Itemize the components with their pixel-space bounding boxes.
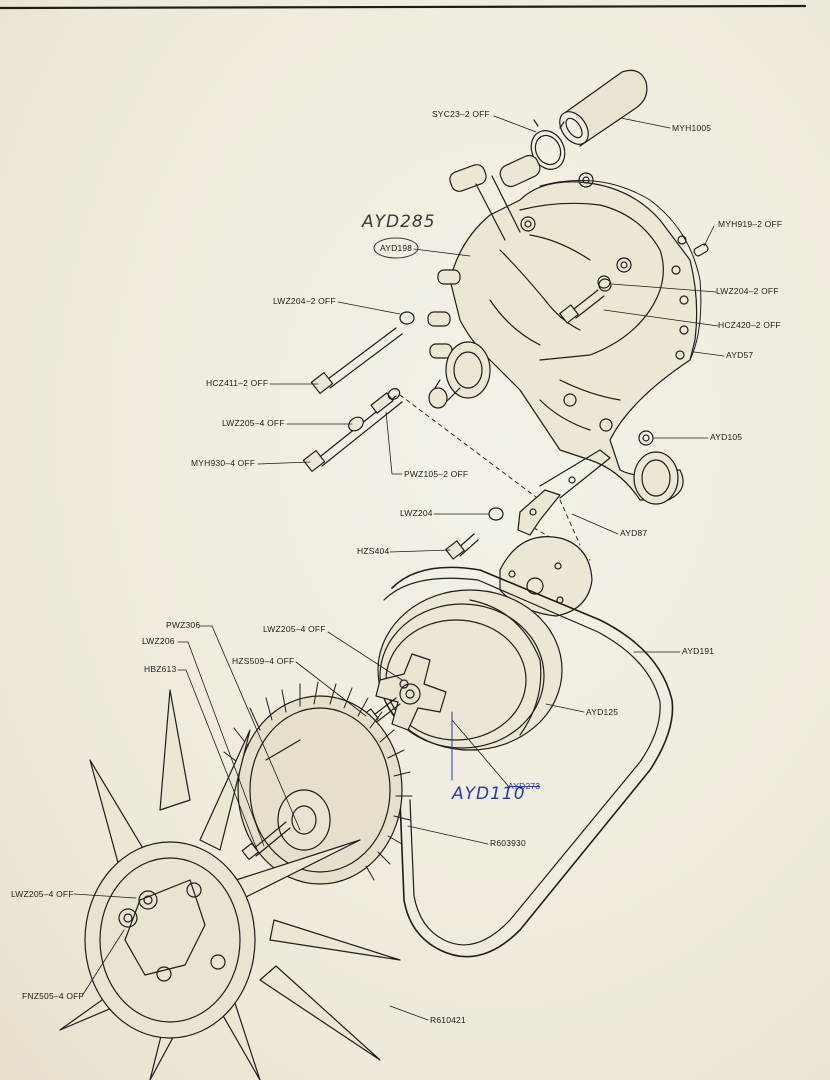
bolt-myh930-assembly [302,387,403,473]
washer-lwz204-left [399,311,415,325]
hose-myh1005 [559,69,648,147]
label-lwz204-left: LWZ204–2 OFF [273,296,336,306]
water-pump-body [449,172,698,501]
label-ayd198: AYD198 [380,243,413,253]
handwritten-ayd110: AYD110 [452,784,526,804]
pencil-circle [373,237,419,259]
label-myh1005: MYH1005 [672,123,712,133]
label-r610421: R610421 [430,1015,466,1025]
pump-shaft [428,341,491,409]
bracket-ayd87 [517,449,611,536]
top-rule [0,4,807,10]
washer-lwz204-single [488,507,504,521]
pump-spigots [427,154,541,359]
label-lwz206: LWZ206 [142,636,175,646]
label-ayd57: AYD57 [726,350,754,360]
label-ayd105: AYD105 [710,432,743,442]
bolt-hcz411 [310,327,403,395]
leader-lines [73,115,725,1021]
label-hcz411: HCZ411–2 OFF [206,378,269,388]
label-hbz613: HBZ613 [144,664,177,674]
coupling-bolts [241,739,301,861]
label-ayd191: AYD191 [682,646,715,656]
label-myh919: MYH919–2 OFF [718,219,783,229]
drive-belt-ayd191 [383,566,674,958]
label-pwz105: PWZ105–2 OFF [404,469,469,479]
label-ayd87: AYD87 [620,528,648,538]
label-pwz306: PWZ306 [166,620,201,630]
washer-lwz204-right [597,275,611,289]
label-hcz420: HCZ420–2 OFF [718,320,781,330]
label-ayd273-struck: AYD273 [508,781,541,791]
label-lwz204-single: LWZ204 [400,508,433,518]
label-hzs404: HZS404 [357,546,390,556]
label-lwz205-bottom: LWZ205–4 OFF [11,889,74,899]
label-lwz205-mid: LWZ205–4 OFF [263,624,326,634]
label-r603930: R603930 [490,838,526,848]
label-hzs509: HZS509–4 OFF [232,656,295,666]
bolt-hcz420 [559,289,605,324]
stud-myh919 [693,243,709,257]
label-lwz204-right: LWZ204–2 OFF [716,286,779,296]
label-syc23: SYC23–2 OFF [432,109,490,119]
label-fnz505: FNZ505–4 OFF [22,991,84,1001]
pump-outlet [633,430,679,505]
label-ayd125: AYD125 [586,707,619,717]
handwritten-ayd285: AYD285 [362,212,436,232]
fan-r610421 [59,689,401,1080]
bolt-hzs404 [445,533,479,560]
fan-spacer-hub [375,653,447,731]
label-myh930: MYH930–4 OFF [191,458,256,468]
label-lwz205-top: LWZ205–4 OFF [222,418,285,428]
